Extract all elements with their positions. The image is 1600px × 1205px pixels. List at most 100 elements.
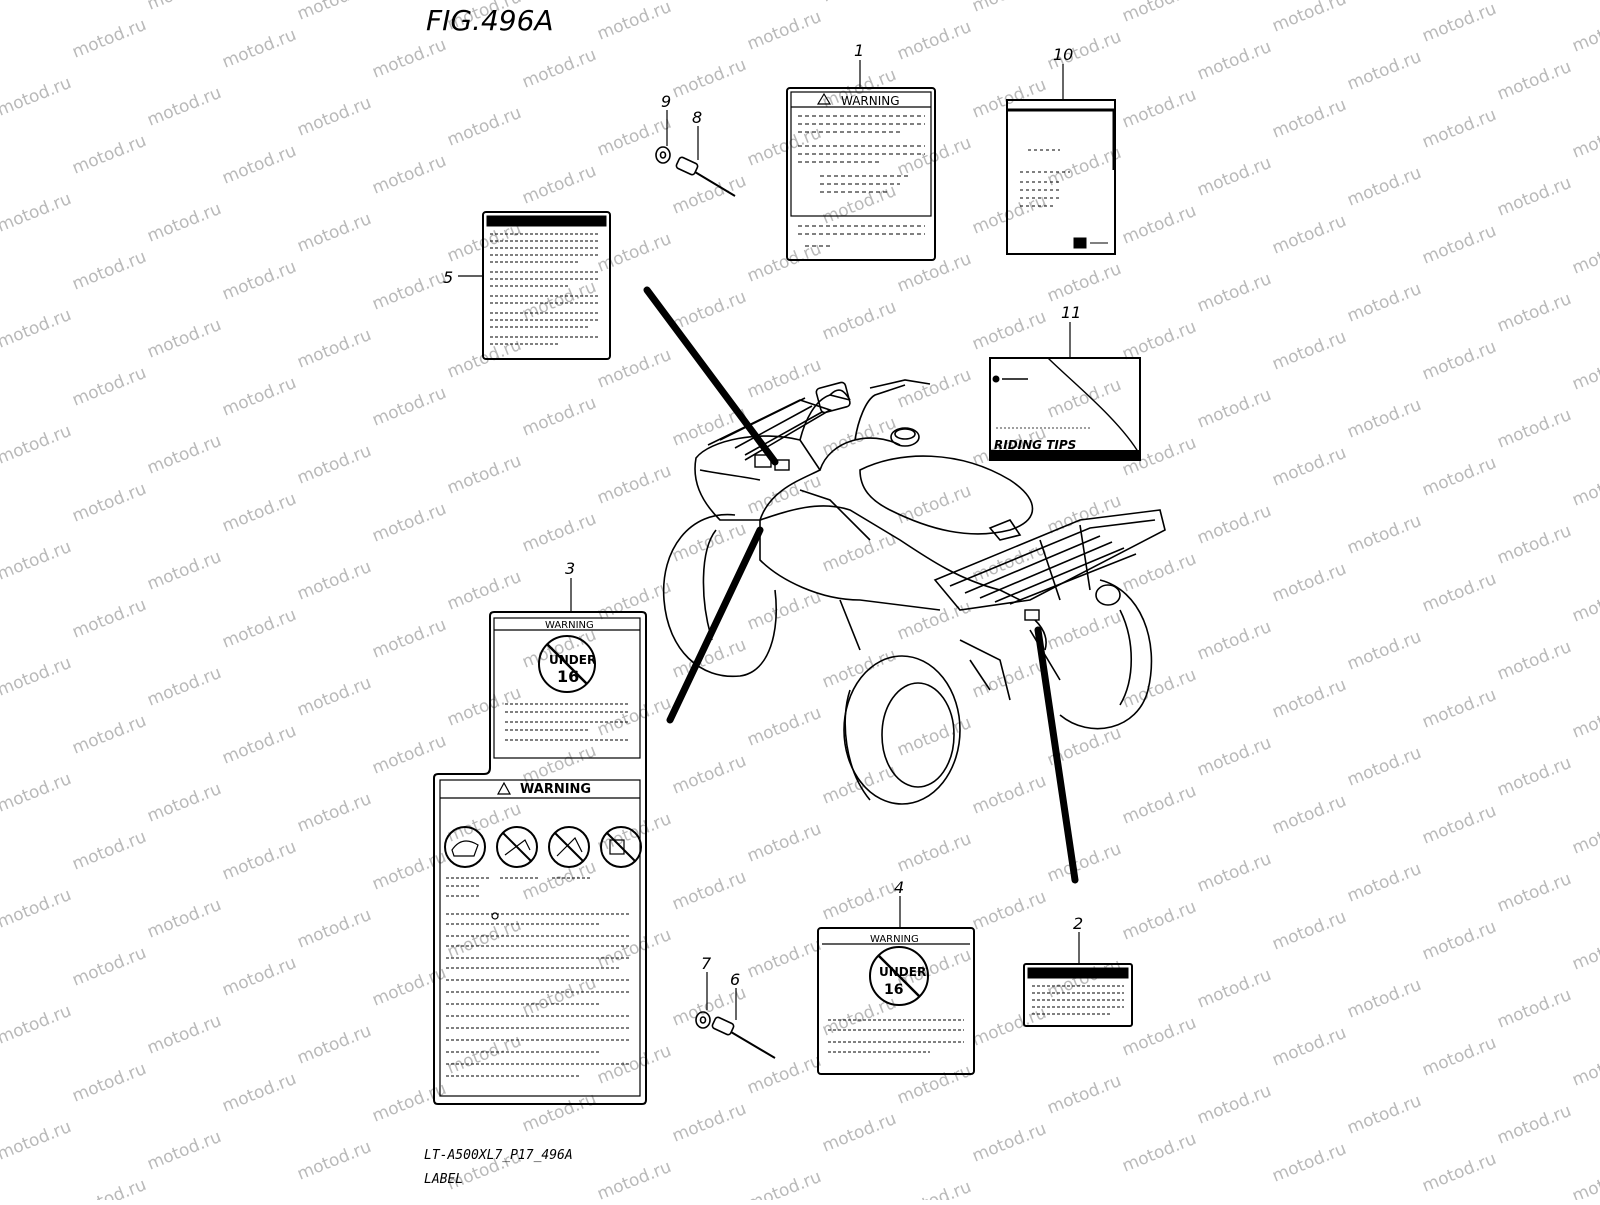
callout-1: 1 [854, 41, 864, 60]
watermark-text: motod.ru [144, 199, 224, 247]
watermark-text: motod.ru [669, 751, 749, 799]
callout-numbers: 1 2 3 4 5 6 7 8 9 10 11 [443, 41, 1083, 989]
watermark-text: motod.ru [69, 479, 149, 527]
watermark-text: motod.ru [369, 499, 449, 547]
watermark-text: motod.ru [69, 131, 149, 179]
label-3-age-text: 16 [557, 667, 579, 686]
watermark-text: motod.ru [519, 45, 599, 93]
watermark-text: motod.ru [369, 383, 449, 431]
watermark-text: motod.ru [1269, 791, 1349, 839]
watermark-text: motod.ru [444, 1031, 524, 1079]
watermark-text: motod.ru [1269, 95, 1349, 143]
watermark-text: motod.ru [1269, 211, 1349, 259]
watermark-text: motod.ru [369, 35, 449, 83]
watermark-text: motod.ru [69, 943, 149, 991]
callout-3: 3 [565, 559, 575, 578]
label-11-riding-tips [989, 357, 1141, 461]
watermark-text: motod.ru [594, 0, 674, 45]
watermark-text: motod.ru [69, 15, 149, 63]
watermark-text: motod.ru [1569, 231, 1600, 279]
rivet-6 [711, 1016, 776, 1059]
watermark-text: motod.ru [1119, 85, 1199, 133]
watermark-text: motod.ru [1419, 917, 1499, 965]
watermark-text: motod.ru [894, 597, 974, 645]
watermark-text: motod.ru [1419, 0, 1499, 47]
watermark-text: motod.ru [744, 1167, 824, 1200]
watermark-text: motod.ru [219, 837, 299, 885]
watermark-text: motod.ru [744, 123, 824, 171]
watermark-text: motod.ru [144, 663, 224, 711]
label-3-top-warning-text: WARNING [545, 620, 594, 631]
watermark-text: motod.ru [519, 509, 599, 557]
callout-8: 8 [692, 108, 702, 127]
callout-9: 9 [661, 92, 671, 111]
watermark-text: motod.ru [444, 683, 524, 731]
watermark-text: motod.ru [1194, 153, 1274, 201]
watermark-text: motod.ru [1194, 617, 1274, 665]
watermark-text: motod.ru [819, 993, 899, 1041]
watermark-text: motod.ru [669, 287, 749, 335]
watermark-text: motod.ru [1044, 839, 1124, 887]
watermark-text: motod.ru [1569, 9, 1600, 57]
watermark-text: motod.ru [1344, 163, 1424, 211]
watermark-text: motod.ru [1044, 1071, 1124, 1119]
label-4-warning-text: WARNING [870, 934, 919, 945]
watermark-text: motod.ru [1119, 0, 1199, 27]
watermark-text: motod.ru [1344, 1091, 1424, 1139]
callout-6: 6 [730, 970, 740, 989]
watermark-text: motod.ru [1044, 955, 1124, 1003]
watermark-text: motod.ru [594, 345, 674, 393]
watermark-text: motod.ru [744, 587, 824, 635]
watermark-text: motod.ru [819, 529, 899, 577]
watermark-text: motod.ru [369, 1079, 449, 1127]
watermark-text: motod.ru [1194, 269, 1274, 317]
callout-2: 2 [1073, 914, 1083, 933]
label-1-warning-text: WARNING [841, 94, 900, 108]
watermark-text: motod.ru [1344, 859, 1424, 907]
watermark-text: motod.ru [1419, 337, 1499, 385]
watermark-text: motod.ru [669, 867, 749, 915]
watermark-text: motod.ru [294, 1137, 374, 1185]
figure-title: FIG.496A [426, 4, 554, 37]
watermark-text: motod.ru [669, 55, 749, 103]
watermark-text: motod.ru [969, 191, 1049, 239]
watermark-text: motod.ru [744, 7, 824, 55]
watermark-text: motod.ru [0, 1001, 74, 1049]
watermark-text: motod.ru [1569, 1043, 1600, 1091]
label-1-warning [786, 87, 936, 261]
watermark-text: motod.ru [894, 1061, 974, 1109]
watermark-text: motod.ru [69, 1175, 149, 1200]
watermark-text: motod.ru [1269, 1139, 1349, 1187]
watermark-text: motod.ru [0, 189, 74, 237]
callout-10: 10 [1053, 45, 1073, 64]
watermark-text: motod.ru [0, 537, 74, 585]
watermark-text: motod.ru [144, 83, 224, 131]
watermark-text: motod.ru [1119, 201, 1199, 249]
watermark-text: motod.ru [1569, 695, 1600, 743]
callout-5: 5 [443, 268, 453, 287]
callout-leaders [458, 60, 1080, 1020]
watermark-text: motod.ru [519, 393, 599, 441]
watermark-text: motod.ru [894, 713, 974, 761]
watermark-text: motod.ru [294, 0, 374, 25]
watermark-text: motod.ru [219, 489, 299, 537]
watermark-text: motod.ru [1044, 491, 1124, 539]
watermark-text: motod.ru [1569, 579, 1600, 627]
watermark-text: motod.ru [894, 17, 974, 65]
watermark-text: motod.ru [294, 673, 374, 721]
rivet-8 [675, 156, 736, 197]
watermark-text: motod.ru [1419, 453, 1499, 501]
placement-bars [643, 286, 1079, 884]
watermark-text: motod.ru [669, 171, 749, 219]
watermark-text: motod.ru [1344, 975, 1424, 1023]
label-2-warning [1023, 963, 1133, 1027]
watermark-text: motod.ru [594, 693, 674, 741]
watermark-text: motod.ru [1569, 1159, 1600, 1200]
callout-11: 11 [1061, 303, 1081, 322]
watermark-text: motod.ru [0, 73, 74, 121]
watermark-text: motod.ru [819, 181, 899, 229]
watermark-text: motod.ru [1494, 637, 1574, 685]
